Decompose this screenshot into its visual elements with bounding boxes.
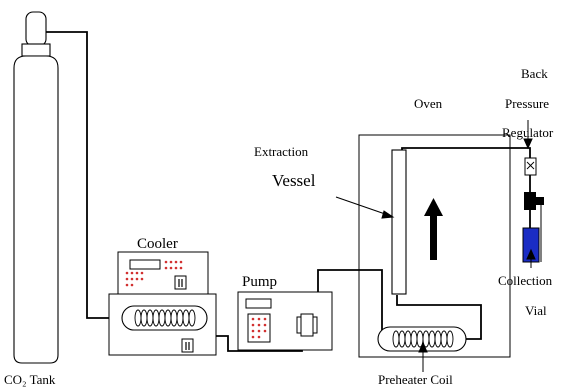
bpr-valve-knob <box>536 197 544 205</box>
collection-vial <box>522 200 542 263</box>
oven-box <box>358 134 511 358</box>
pump <box>237 291 333 351</box>
pump-keypad-dots <box>251 317 267 339</box>
tank-cylinder <box>13 55 59 364</box>
collection-label-line1: Collection <box>498 273 553 288</box>
extraction-label-line1: Extraction <box>254 144 309 159</box>
collection-label-line2: Vial <box>525 303 547 318</box>
bpr-valve-body <box>524 192 536 210</box>
cooler-switch-bottom <box>181 338 194 353</box>
cooler-display <box>129 259 161 270</box>
bpr-label-line3: Regulator <box>502 125 554 140</box>
pointer-vial-head <box>526 248 536 260</box>
tube-tank-to-cooler <box>46 31 122 319</box>
tube-preheater-to-vessel <box>396 295 482 340</box>
pump-label: Pump <box>242 274 277 290</box>
pump-keypad <box>247 313 271 343</box>
oven-label: Oven <box>414 96 443 111</box>
pump-display <box>245 298 272 309</box>
extraction-label-line2: Vessel <box>272 171 316 190</box>
cooler-switch-top <box>174 275 187 290</box>
pump-head-inner <box>300 313 314 337</box>
pointer-preheater-head <box>418 341 428 353</box>
bpr-label-line1: Back <box>521 66 548 81</box>
preheater-coil <box>377 326 467 352</box>
label-pointers <box>335 120 536 372</box>
preheater-label: Preheater Coil <box>378 372 453 387</box>
back-pressure-regulator <box>524 157 544 210</box>
co2-tank-label: CO₂ Tank <box>4 372 56 387</box>
flow-arrow <box>424 198 443 260</box>
cooler <box>108 251 217 356</box>
cooler-indicator-dots <box>125 260 183 287</box>
tank-neck <box>21 43 51 57</box>
pointer-bpr-head <box>523 138 533 150</box>
co2-tank <box>13 11 59 364</box>
pointer-extraction-vessel-head <box>381 210 395 219</box>
cooler-switch-marks <box>178 279 190 350</box>
tank-valve-cap <box>25 11 47 47</box>
cooler-label: Cooler <box>137 236 178 252</box>
cooler-coil <box>121 305 208 331</box>
bpr-label-line2: Pressure <box>505 96 549 111</box>
tube-vessel-to-bpr <box>401 147 531 158</box>
extraction-vessel <box>391 149 407 295</box>
pointer-extraction-vessel <box>335 196 389 216</box>
